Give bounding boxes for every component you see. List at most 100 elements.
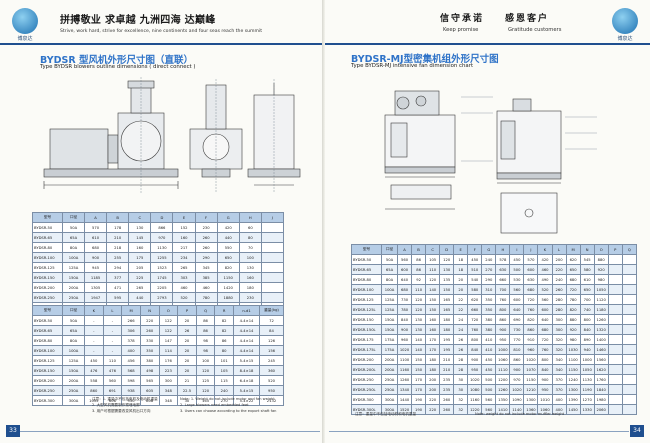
table-cell: 160 (128, 242, 152, 253)
table-cell: 4-4×14 (233, 345, 260, 356)
table-cell: 1840 (593, 384, 609, 395)
table-cell: 200A (381, 364, 398, 375)
section-subtitle: Type BYDSR-MJ intensive fan dimension ch… (351, 63, 474, 69)
table-cell (607, 284, 623, 295)
table-cell: 84 (259, 325, 284, 336)
logo-text: 博泉达 (17, 36, 33, 42)
page-number: 33 (6, 425, 20, 437)
table-header-cell: 口径 (62, 212, 85, 223)
table-cell: 1300 (523, 394, 539, 405)
footer-line (20, 431, 320, 432)
table-cell: 294 (106, 262, 130, 273)
table-header-cell: 型号 (351, 244, 382, 255)
table-cell: 400 (121, 345, 141, 356)
table-header-cell: L (551, 244, 567, 255)
table-header-cell: K (84, 305, 104, 316)
table-header-cell: 重量(kg) (259, 305, 284, 316)
table-cell: 1220 (467, 404, 483, 415)
table-cell: 580 (579, 264, 595, 275)
table-cell: 100A (381, 284, 398, 295)
table-cell: 420 (216, 222, 240, 233)
table-cell: 450 (481, 354, 497, 365)
table-cell: 1560 (593, 354, 609, 365)
table-cell: 18 (453, 254, 469, 265)
table-cell: 120 (425, 274, 441, 285)
table-cell: 230 (238, 292, 262, 303)
slogan-english-1: Keep promise (443, 27, 479, 33)
table-header-cell: N (139, 305, 160, 316)
table-cell: 26 (453, 344, 469, 355)
table-header-cell: Q (195, 305, 216, 316)
table-cell: 348 (158, 385, 179, 396)
table-cell: 570 (83, 222, 108, 233)
table-cell: 125A (381, 304, 398, 315)
table-cell: 150 (411, 364, 427, 375)
table-cell: 520 (172, 292, 196, 303)
table-cell (621, 334, 638, 345)
table-cell: 255 (106, 252, 130, 263)
section-title: BYDSR-MJ型密集机组外形尺寸图 (351, 54, 499, 65)
table-cell: 50A (381, 254, 398, 265)
table-cell: 1880 (216, 292, 240, 303)
table-cell: 210 (106, 232, 130, 243)
table-cell: 498 (139, 365, 160, 376)
table-cell: 900 (509, 364, 525, 375)
notes-chinese: 注意：1. 重量中不包括电机及电动机重量 2. 大型风机需要制作预埋地脚 3. … (92, 396, 158, 414)
slogan-english: Strive, work hard, strive for excellence… (60, 29, 263, 34)
page-number: 34 (630, 425, 644, 437)
table-cell: 500 (509, 264, 525, 275)
table-cell: 1400 (593, 334, 609, 345)
table-cell: 170 (411, 374, 427, 385)
table-cell: 5-4×15 (233, 385, 260, 396)
table-cell: 101 (214, 355, 234, 366)
table-cell: 80A (62, 335, 85, 346)
table-cell: 1130 (150, 242, 174, 253)
table-cell: 82 (214, 315, 234, 326)
table-cell: 20 (177, 355, 197, 366)
table-cell (621, 314, 638, 325)
table-cell: 50A (62, 222, 85, 233)
table-cell (621, 294, 638, 305)
table-cell: 200 (425, 374, 441, 385)
table-cell: 300A (381, 394, 398, 405)
table-cell: BYDSR-80 (32, 242, 63, 253)
table-cell: 730 (509, 324, 525, 335)
table-cell: 20 (177, 365, 197, 376)
table-cell: 450 (509, 254, 525, 265)
table-cell: 1000 (495, 344, 511, 355)
table-cell: 32 (453, 404, 469, 415)
table-cell: - (84, 315, 104, 326)
table-cell: 880 (593, 254, 609, 265)
table-cell: 370 (551, 384, 567, 395)
table-cell: 100A (62, 345, 85, 356)
table-cell: 122 (158, 325, 179, 336)
table-cell: 24 (453, 314, 469, 325)
table-cell: 235 (439, 374, 455, 385)
table-cell: 1440 (396, 394, 413, 405)
table-cell: BYDSR-80 (32, 335, 63, 346)
table-cell: 270 (481, 264, 497, 275)
table-cell: BYDSR-100 (32, 345, 63, 356)
table-cell (621, 284, 638, 295)
table-header-cell: D (150, 212, 174, 223)
table-cell: 65A (62, 232, 85, 243)
table-cell: 250A (381, 374, 398, 385)
table-cell: 490 (537, 274, 553, 285)
table-cell: 140 (425, 284, 441, 295)
left-page: 博泉达 拼搏敬业 求卓越 九洲四海 达巅峰 Strive, work hard,… (0, 8, 325, 437)
table-cell: 8-4×18 (233, 365, 260, 376)
table-cell: 180 (425, 364, 441, 375)
table-cell: 680 (537, 324, 553, 335)
table-cell (621, 274, 638, 285)
table-cell: 150A (62, 365, 85, 376)
table-cell: 180 (238, 282, 262, 293)
